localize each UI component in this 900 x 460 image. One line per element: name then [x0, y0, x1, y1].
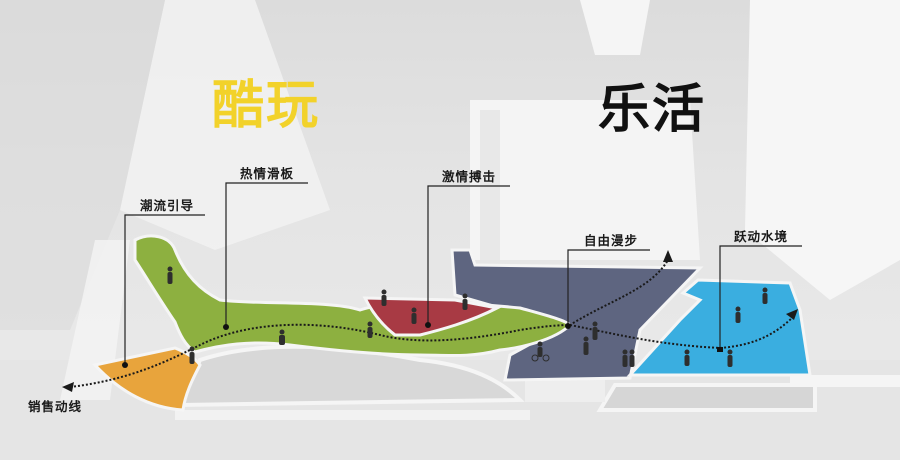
- label-trend-guide: 潮流引导: [140, 198, 195, 213]
- people-silhouettes: [167, 266, 768, 367]
- route-arrow-left-icon: [62, 382, 74, 392]
- route-arrow-water-icon: [786, 309, 798, 320]
- label-sales-route: 销售动线: [28, 399, 83, 414]
- label-boxing: 激情搏击: [442, 169, 497, 184]
- planter-islands: [175, 344, 817, 420]
- label-water-play: 跃动水境: [734, 229, 789, 244]
- sales-route-path: [69, 259, 669, 388]
- leader-lines: [124, 182, 802, 365]
- leader-dots: [122, 322, 723, 368]
- label-skateboard: 热情滑板: [240, 166, 295, 181]
- route-branch-water: [569, 314, 796, 350]
- zone-trend-guide[interactable]: [92, 346, 202, 412]
- zone-skateboard[interactable]: [133, 234, 573, 358]
- title-cool-play: 酷玩: [212, 76, 321, 136]
- title-happy-life: 乐活: [598, 80, 707, 140]
- label-free-walk: 自由漫步: [584, 233, 639, 248]
- route-arrow-up-icon: [663, 250, 673, 262]
